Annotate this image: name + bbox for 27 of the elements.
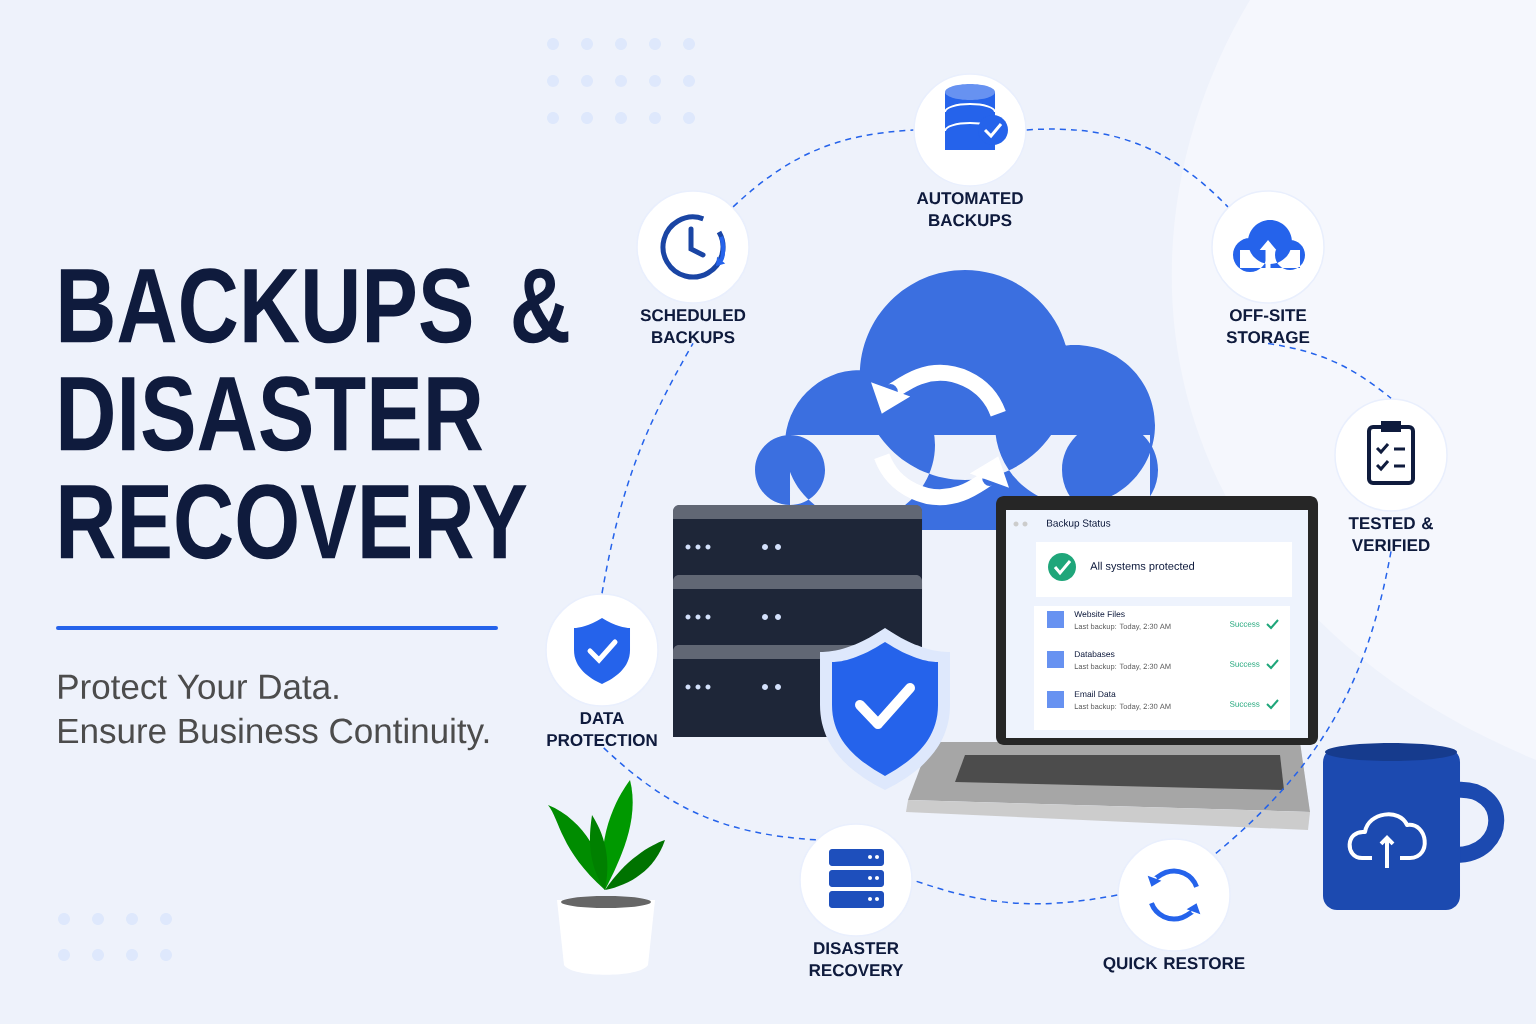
item-name: Website Files xyxy=(1074,610,1125,618)
node-label: SCHEDULED BACKUPS xyxy=(640,309,746,344)
item-name: Databases xyxy=(1074,650,1115,658)
feature-badge: QUICK RESTORE xyxy=(1103,838,1245,973)
node-label: AUTOMATED BACKUPS xyxy=(916,192,1023,227)
tagline: Protect Your Data. xyxy=(59,674,338,700)
node-label: OFF-SITE STORAGE xyxy=(1226,309,1310,344)
dashed-connector xyxy=(1026,128,1229,208)
status-text: Success xyxy=(1229,621,1260,627)
node-label: QUICK RESTORE xyxy=(1103,957,1245,973)
node-label: TESTED & VERIFIED xyxy=(1348,517,1433,552)
node-label: DATA PROTECTION xyxy=(547,712,657,747)
status-text: Success xyxy=(1229,701,1260,707)
title: BACKUPS & DISASTER RECOVERY xyxy=(60,268,569,560)
status-text: Success xyxy=(1229,661,1260,667)
dashed-connector xyxy=(732,129,914,208)
dashed-connector xyxy=(1267,342,1392,399)
tagline: Ensure Business Continuity. xyxy=(59,717,489,751)
dashed-connector xyxy=(601,342,694,594)
node-label: DISASTER RECOVERY xyxy=(809,942,904,977)
feature-badge: TESTED & VERIFIED xyxy=(1334,398,1448,552)
dashed-connector xyxy=(601,745,817,841)
status-message: All systems protected xyxy=(1090,561,1195,573)
status-heading: Backup Status xyxy=(1047,519,1111,529)
dashed-connector xyxy=(1213,550,1392,856)
item-name: Email Data xyxy=(1074,690,1116,698)
feature-badge: SCHEDULED BACKUPS xyxy=(636,190,750,344)
